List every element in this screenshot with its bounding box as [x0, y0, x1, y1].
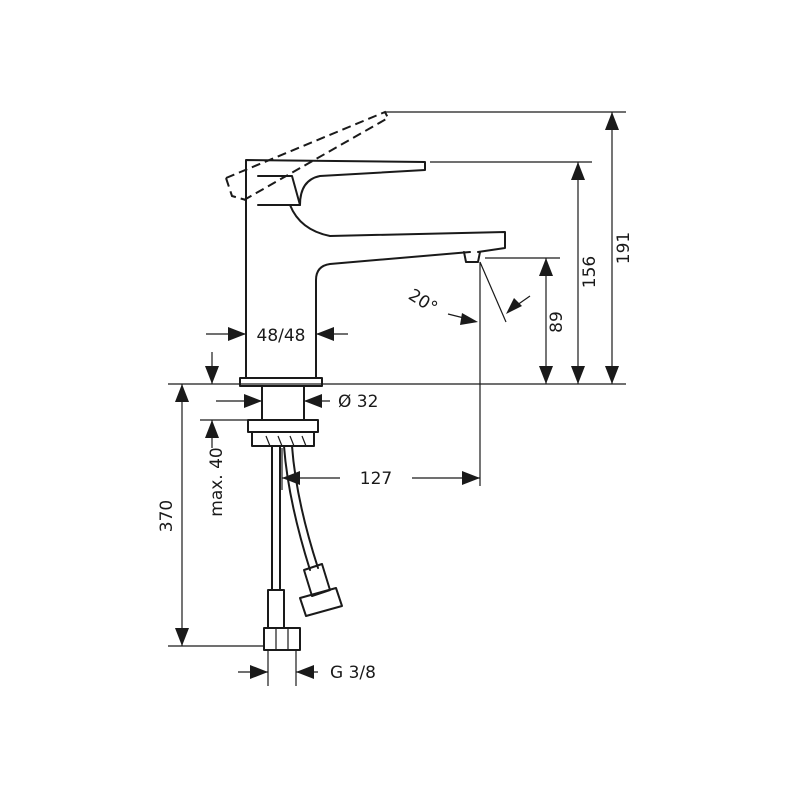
dimension-spray-angle: [447, 261, 531, 486]
dimension-body-width: [206, 320, 348, 350]
dimension-thread-diameter: [216, 394, 330, 408]
dimension-outlet-height: [485, 257, 560, 384]
label-outlet-height: 89: [547, 311, 567, 333]
faucet-body: [225, 110, 506, 387]
dimension-spout-height: [430, 161, 592, 384]
label-spout-height: 156: [580, 256, 600, 288]
dimension-hose-length: [168, 384, 264, 647]
dimension-max-thickness: [200, 352, 248, 448]
label-spray-angle: 20°: [405, 285, 441, 318]
label-hose-length: 370: [157, 500, 177, 532]
dimension-connection: [238, 650, 318, 686]
label-thread-diameter: Ø 32: [338, 392, 378, 412]
mounting-hardware: [247, 385, 343, 651]
dimension-projection: [281, 448, 480, 490]
label-max-thickness: max. 40: [207, 447, 227, 516]
dimension-overall-height: [385, 111, 626, 384]
label-projection: 127: [360, 469, 392, 489]
label-connection: G 3/8: [330, 663, 376, 683]
label-overall-height: 191: [614, 232, 634, 264]
label-body-width: 48/48: [257, 326, 306, 346]
